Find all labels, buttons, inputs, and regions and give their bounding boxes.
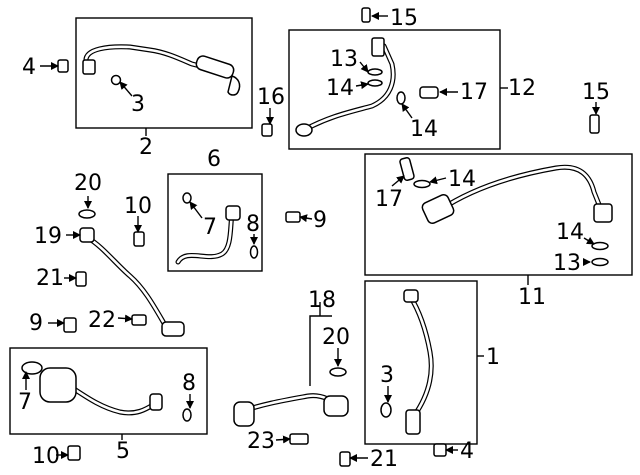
bolt-part-9-left [63, 317, 77, 333]
callout-1: 1 [486, 345, 500, 370]
bolt-part-21-bottom [339, 451, 351, 467]
callout-10-top: 10 [124, 194, 152, 219]
callout-22: 22 [88, 308, 116, 333]
callout-3-top: 3 [131, 92, 145, 117]
bolt-part-10-bottom [67, 445, 81, 461]
callout-3-bottom: 3 [380, 363, 394, 388]
callout-2: 2 [139, 135, 153, 160]
callout-14-box11-bottom: 14 [556, 220, 584, 245]
callout-15-top: 15 [390, 6, 418, 31]
group-box-11 [364, 153, 633, 276]
callout-4-bottom: 4 [460, 439, 474, 464]
bolt-part-16 [261, 123, 273, 137]
group-box-6 [167, 173, 263, 272]
callout-20-left: 20 [74, 171, 102, 196]
hose-part-19 [78, 209, 185, 337]
callout-5: 5 [116, 439, 130, 464]
callout-17-top: 17 [460, 80, 488, 105]
callout-8-top: 8 [246, 212, 260, 237]
callout-18: 18 [308, 288, 336, 313]
callout-13-bottom: 13 [553, 251, 581, 276]
callout-13-top: 13 [330, 47, 358, 72]
callout-16: 16 [257, 85, 285, 110]
callout-15-right: 15 [582, 80, 610, 105]
bolt-part-4-bottom [433, 443, 447, 457]
bolt-part-9-right [285, 211, 301, 223]
group-box-5 [9, 347, 208, 435]
callout-8-bottom: 8 [182, 371, 196, 396]
callout-21-bottom: 21 [370, 447, 398, 471]
callout-20-mid: 20 [322, 325, 350, 350]
group-box-12 [288, 29, 501, 150]
bolt-part-10-top [133, 231, 145, 247]
tube-part-6 [175, 192, 259, 265]
callout-9-left: 9 [29, 311, 43, 336]
bolt-part-4-top [57, 59, 69, 73]
bolt-part-15 [589, 114, 600, 134]
callout-19: 19 [34, 224, 62, 249]
callout-11: 11 [518, 285, 546, 310]
callout-17-right: 17 [375, 187, 403, 212]
tube-part-1 [380, 289, 434, 435]
callout-14-mid: 14 [410, 117, 438, 142]
callout-23: 23 [247, 429, 275, 454]
callout-21-left: 21 [36, 266, 64, 291]
group-box-1 [364, 280, 478, 445]
coolant-tube-part-11 [399, 157, 613, 267]
bolt-part-22 [131, 314, 147, 326]
callout-10-bottom: 10 [32, 444, 60, 469]
callout-7-bottom: 7 [18, 390, 32, 415]
callout-6: 6 [207, 147, 221, 172]
callout-9-right: 9 [313, 208, 327, 233]
bolt-part-21-left [75, 271, 87, 287]
bolt-part-23 [289, 433, 309, 445]
oil-return-tube-part-12 [295, 7, 439, 137]
callout-14-box11-top: 14 [448, 167, 476, 192]
callout-7-top: 7 [203, 215, 217, 240]
tube-part-5 [21, 361, 192, 422]
hose-part-18 [233, 367, 349, 427]
callout-12: 12 [508, 76, 536, 101]
oil-feed-tube-part-2 [82, 44, 241, 96]
callout-14-top: 14 [326, 76, 354, 101]
group-box-2 [75, 17, 253, 129]
callout-4-top: 4 [22, 55, 36, 80]
